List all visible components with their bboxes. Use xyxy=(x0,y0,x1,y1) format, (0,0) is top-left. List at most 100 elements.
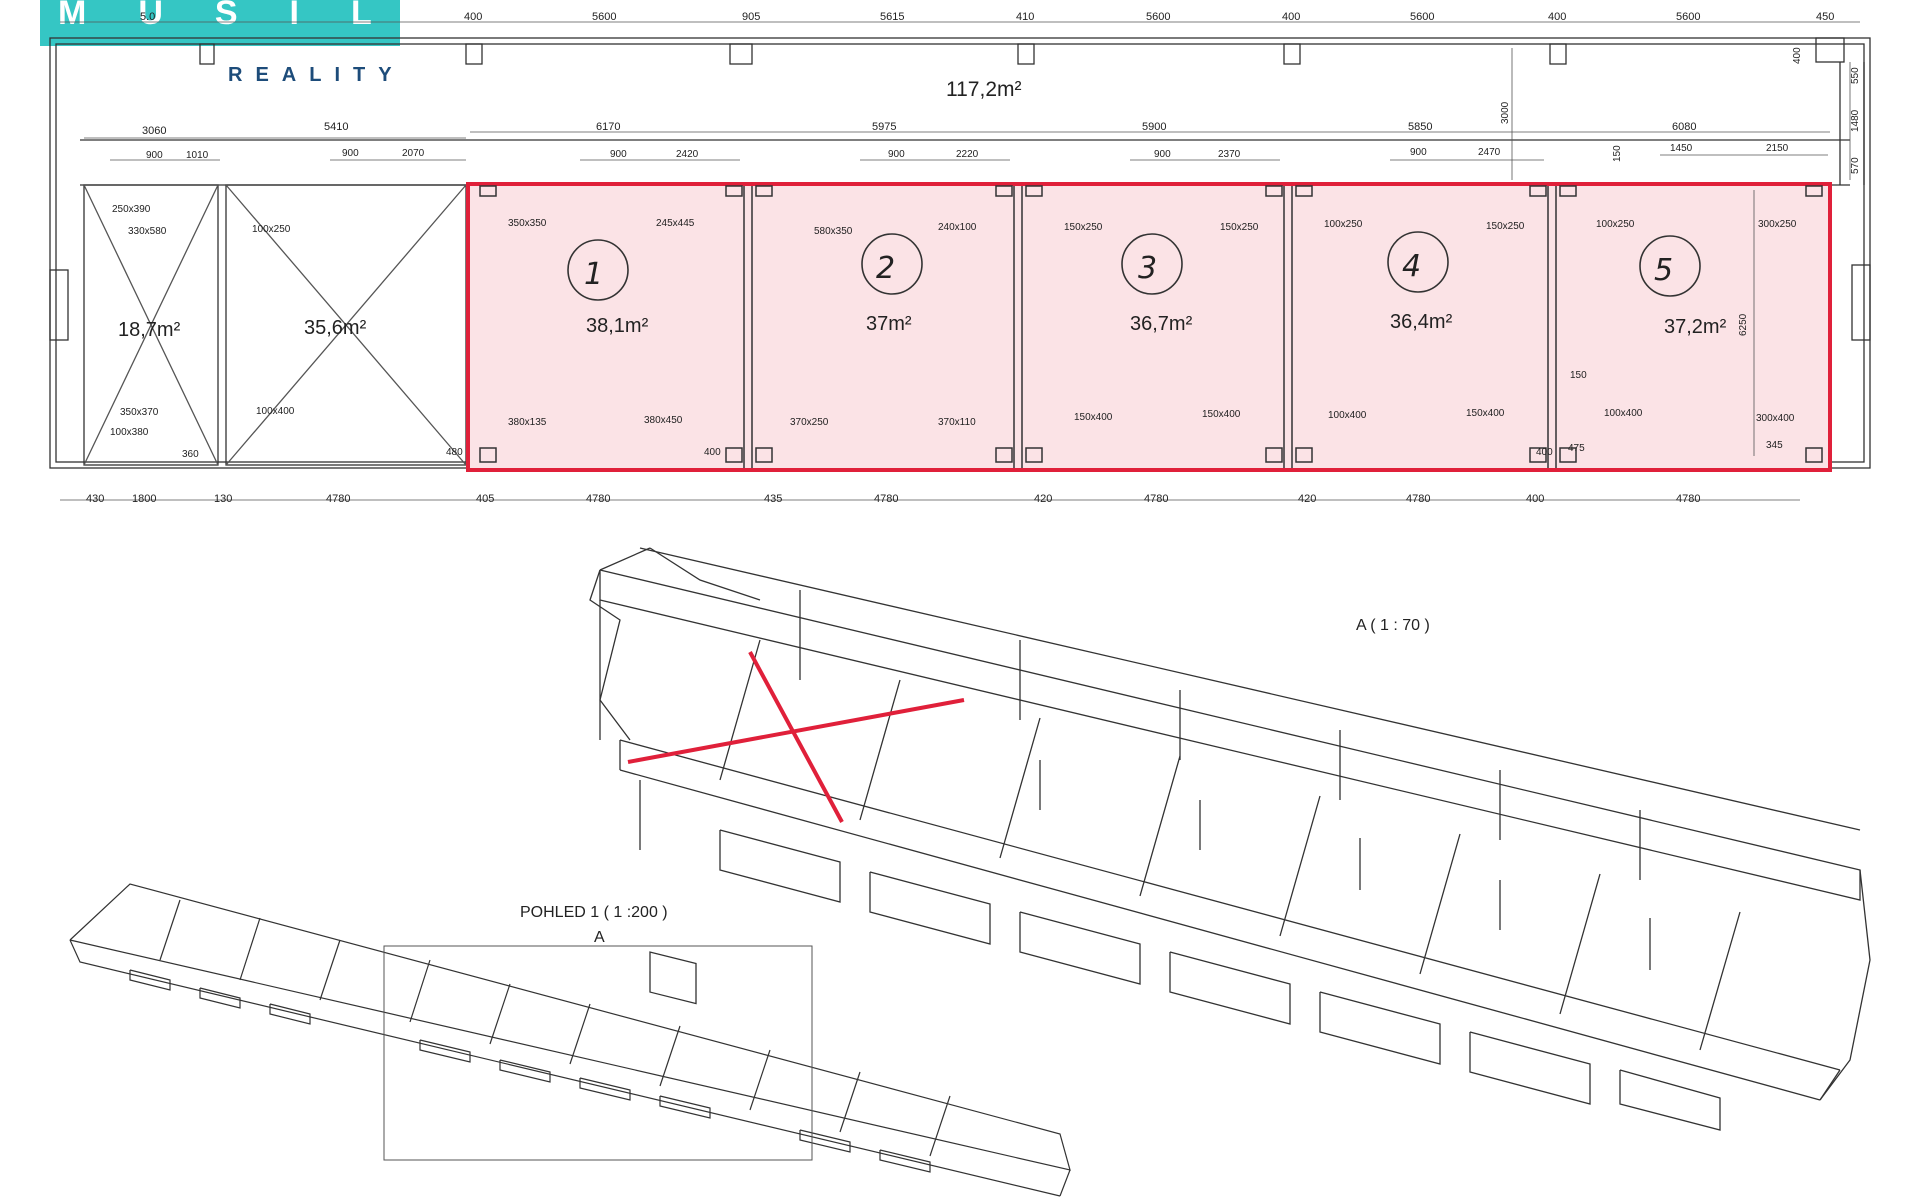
svg-text:240x100: 240x100 xyxy=(938,222,977,233)
svg-text:570: 570 xyxy=(1850,157,1861,174)
svg-text:150x250: 150x250 xyxy=(1486,221,1525,232)
svg-text:3000: 3000 xyxy=(1500,101,1511,124)
overview-view-3d xyxy=(69,883,1071,1197)
svg-text:150x400: 150x400 xyxy=(1466,408,1505,419)
svg-text:420: 420 xyxy=(1298,493,1316,505)
svg-text:2420: 2420 xyxy=(676,149,699,160)
unit-5-number: 5 xyxy=(1654,253,1673,288)
svg-text:6170: 6170 xyxy=(596,121,620,133)
svg-text:250x390: 250x390 xyxy=(112,204,151,215)
unit-3[interactable]: 5900 900 2370 150x250 150x250 3 36,7m² 1… xyxy=(1064,121,1259,423)
svg-text:370x250: 370x250 xyxy=(790,417,829,428)
svg-text:405: 405 xyxy=(476,493,494,505)
svg-text:4780: 4780 xyxy=(1144,493,1168,505)
svg-text:6080: 6080 xyxy=(1672,121,1696,133)
unit-5[interactable]: 6080 1450 2150 100x250 300x250 5 37,2m² … xyxy=(1568,121,1797,454)
unit-2[interactable]: 5975 900 2220 580x350 240x100 2 37m² 370… xyxy=(790,121,979,428)
svg-text:5975: 5975 xyxy=(872,121,896,133)
svg-text:350x370: 350x370 xyxy=(120,407,159,418)
svg-text:900: 900 xyxy=(342,148,359,159)
svg-text:2470: 2470 xyxy=(1478,147,1501,158)
svg-text:400: 400 xyxy=(1536,447,1553,458)
svg-text:100x250: 100x250 xyxy=(1324,219,1363,230)
svg-text:100x400: 100x400 xyxy=(1604,408,1643,419)
unit-2-number: 2 xyxy=(876,251,895,286)
svg-text:4780: 4780 xyxy=(874,493,898,505)
unit-3-number: 3 xyxy=(1138,251,1157,286)
svg-text:380x450: 380x450 xyxy=(644,415,683,426)
svg-text:300x400: 300x400 xyxy=(1756,413,1795,424)
svg-text:345: 345 xyxy=(1766,440,1783,451)
detail-view-label: A ( 1 : 70 ) xyxy=(1356,617,1430,634)
svg-text:5600: 5600 xyxy=(1146,11,1170,23)
svg-text:370x110: 370x110 xyxy=(938,417,976,428)
svg-text:4780: 4780 xyxy=(1676,493,1700,505)
detail-red-cross xyxy=(627,651,965,823)
svg-text:330x580: 330x580 xyxy=(128,226,167,237)
svg-text:100x400: 100x400 xyxy=(256,406,295,417)
svg-text:1450: 1450 xyxy=(1670,143,1693,154)
svg-text:360: 360 xyxy=(182,449,199,460)
unit-2-area: 37m² xyxy=(866,313,912,335)
svg-text:5600: 5600 xyxy=(1676,11,1700,23)
svg-text:900: 900 xyxy=(146,150,163,161)
unit-3-area: 36,7m² xyxy=(1130,313,1193,335)
svg-text:150x250: 150x250 xyxy=(1064,222,1103,233)
svg-text:5600: 5600 xyxy=(592,11,616,23)
svg-text:400: 400 xyxy=(1548,11,1566,23)
svg-text:450: 450 xyxy=(1816,11,1834,23)
svg-text:400: 400 xyxy=(464,11,482,23)
svg-text:475: 475 xyxy=(1568,443,1585,454)
svg-text:4780: 4780 xyxy=(326,493,350,505)
svg-text:300x250: 300x250 xyxy=(1758,219,1797,230)
unit-4-area: 36,4m² xyxy=(1390,311,1453,333)
svg-text:150: 150 xyxy=(1612,145,1623,162)
dimension-lines xyxy=(60,21,1860,501)
svg-text:2220: 2220 xyxy=(956,149,979,160)
svg-text:100x380: 100x380 xyxy=(110,427,149,438)
svg-text:4780: 4780 xyxy=(1406,493,1430,505)
svg-text:905: 905 xyxy=(742,11,760,23)
svg-text:550: 550 xyxy=(1850,67,1861,84)
svg-text:480: 480 xyxy=(446,447,463,458)
unit-dividers xyxy=(479,185,1823,468)
svg-text:2150: 2150 xyxy=(1766,143,1789,154)
svg-text:900: 900 xyxy=(1154,149,1171,160)
unit-4[interactable]: 5850 900 2470 100x250 150x250 4 36,4m² 1… xyxy=(1324,121,1553,458)
unit-1[interactable]: 6170 900 2420 350x350 245x445 1 38,1m² 3… xyxy=(508,121,721,458)
svg-text:245x445: 245x445 xyxy=(656,218,695,229)
svg-text:430: 430 xyxy=(86,493,104,505)
svg-text:3060: 3060 xyxy=(142,125,166,137)
svg-text:130: 130 xyxy=(214,493,232,505)
top-dimensions: 5.0 400 5600 905 5615 410 5600 400 5600 … xyxy=(140,11,1834,23)
struck-rooms: 3060 900 1010 18,7m² 5410 900 2070 35,6m… xyxy=(110,121,463,460)
svg-text:2370: 2370 xyxy=(1218,149,1241,160)
svg-text:380x135: 380x135 xyxy=(508,417,547,428)
svg-text:100x250: 100x250 xyxy=(1596,219,1635,230)
unit-4-number: 4 xyxy=(1402,249,1421,284)
svg-text:435: 435 xyxy=(764,493,782,505)
detail-view-3d xyxy=(589,547,1871,1131)
svg-text:5.0: 5.0 xyxy=(140,11,155,23)
svg-text:100x250: 100x250 xyxy=(252,224,291,235)
svg-text:400: 400 xyxy=(1792,47,1803,64)
overview-view-marker: A xyxy=(594,929,605,946)
svg-text:400: 400 xyxy=(704,447,721,458)
svg-text:410: 410 xyxy=(1016,11,1034,23)
svg-text:150x400: 150x400 xyxy=(1074,412,1113,423)
svg-text:6250: 6250 xyxy=(1738,313,1749,336)
svg-text:150x250: 150x250 xyxy=(1220,222,1259,233)
logo-subtitle: REALITY xyxy=(228,64,405,86)
svg-text:100x400: 100x400 xyxy=(1328,410,1367,421)
svg-text:5615: 5615 xyxy=(880,11,904,23)
svg-text:1010: 1010 xyxy=(186,150,209,161)
svg-text:5410: 5410 xyxy=(324,121,348,133)
corridor-area: 117,2m² xyxy=(946,78,1021,101)
svg-text:4780: 4780 xyxy=(586,493,610,505)
svg-text:420: 420 xyxy=(1034,493,1052,505)
svg-text:1480: 1480 xyxy=(1850,109,1861,132)
svg-text:5600: 5600 xyxy=(1410,11,1434,23)
unit-1-number: 1 xyxy=(584,257,603,292)
svg-text:350x350: 350x350 xyxy=(508,218,547,229)
